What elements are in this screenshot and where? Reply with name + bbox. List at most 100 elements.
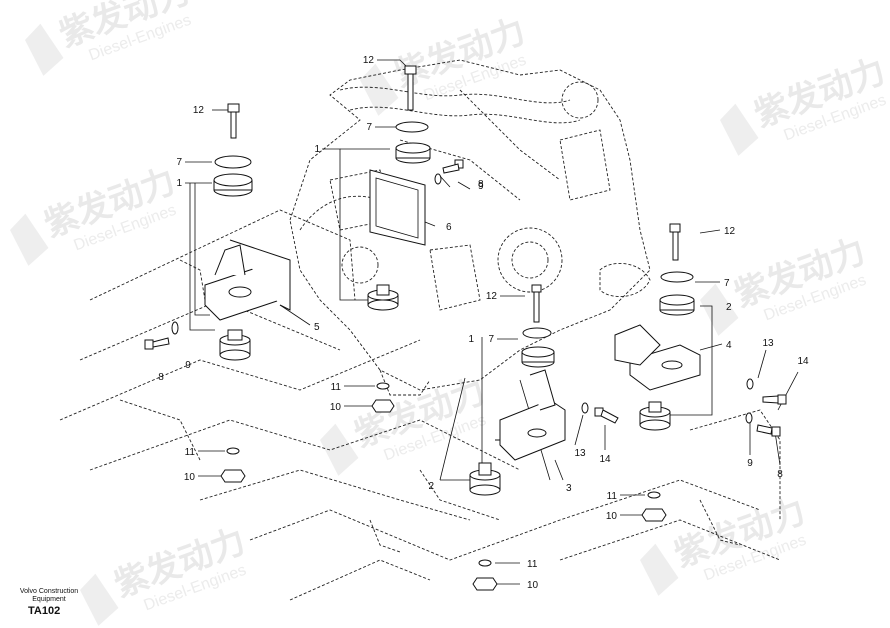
nut-part: [220, 469, 246, 483]
watermark-logo-icon: [25, 23, 64, 76]
callout-label: 12: [724, 226, 736, 237]
callout-label: 13: [762, 338, 774, 349]
callout-label: 12: [486, 291, 498, 302]
bracket-part: [495, 369, 566, 461]
watermark-logo-icon: [10, 213, 49, 266]
side-bolt-part: [442, 159, 464, 174]
plate-part: [369, 169, 426, 246]
center-mount-stack: [469, 284, 619, 591]
watermark-tile: 紫发动力 Diesel-Engines: [720, 51, 890, 156]
washer-part: [745, 412, 753, 424]
nut-part: [371, 399, 395, 413]
nut-part: [641, 508, 667, 522]
frame-outline: [59, 209, 781, 601]
bolt-part: [531, 284, 542, 323]
washer-part: [395, 121, 429, 133]
watermark-tile: 紫发动力 Diesel-Engines: [320, 371, 491, 476]
callout-label: 2: [428, 481, 434, 492]
callout-label: 6: [446, 222, 452, 233]
callout-label: 8: [478, 179, 484, 190]
watermark-logo-icon: [360, 63, 399, 116]
washer-part: [434, 173, 442, 185]
watermark-tile: 紫发动力 Diesel-Engines: [25, 0, 196, 76]
callout-label: 7: [488, 334, 494, 345]
rubber-mount-part: [213, 173, 253, 197]
rubber-mount-part: [659, 294, 695, 316]
lower-mount-part: [469, 462, 501, 496]
center-top-stack: [367, 65, 464, 413]
lower-mount-part: [639, 401, 671, 431]
washer-part: [478, 559, 492, 567]
callout-label: 12: [363, 55, 375, 66]
callout-label: 2: [726, 302, 732, 313]
callout-label: 3: [566, 483, 572, 494]
rubber-mount-part: [395, 142, 431, 164]
watermark-layer: 紫发动力 Diesel-Engines 紫发动力 Diesel-Engines …: [10, 0, 890, 626]
callout-labels: 12 7 1 9 8 6 12 7 1 5 8 9 11 10 11 10 12…: [158, 55, 809, 591]
left-mount-stack: [144, 103, 291, 483]
bolt-part: [227, 103, 240, 139]
callout-label: 7: [724, 278, 730, 289]
callout-label: 11: [527, 559, 538, 570]
right-mount-stack: [614, 223, 787, 522]
side-bolt-part: [756, 424, 781, 437]
callout-label: 10: [330, 402, 342, 413]
callout-label: 14: [599, 454, 611, 465]
watermark-tile: 紫发动力 Diesel-Engines: [10, 161, 181, 266]
bolt-part: [404, 65, 417, 111]
watermark-tile: 紫发动力 Diesel-Engines: [80, 521, 251, 626]
callout-label: 8: [158, 372, 164, 383]
callout-label: 12: [193, 105, 205, 116]
callout-label: 11: [185, 447, 196, 458]
callout-label: 4: [726, 340, 732, 351]
washer-part: [226, 447, 240, 455]
callout-label: 11: [607, 491, 618, 502]
lower-mount-part: [219, 329, 251, 361]
washer-part: [581, 402, 589, 414]
watermark-tile: 紫发动力 Diesel-Engines: [640, 491, 811, 596]
callout-label: 9: [185, 360, 191, 371]
watermark-logo-icon: [720, 103, 759, 156]
callout-label: 1: [314, 144, 320, 155]
callout-label: 7: [176, 157, 182, 168]
washer-part: [660, 271, 694, 283]
callout-label: 7: [366, 122, 372, 133]
callout-label: 11: [331, 382, 342, 393]
callout-label: 14: [797, 356, 809, 367]
washer-part: [376, 382, 390, 390]
washer-part: [746, 378, 754, 390]
nut-part: [472, 577, 498, 591]
side-bolt-part: [144, 337, 170, 350]
callout-label: 1: [176, 178, 182, 189]
bracket-part: [614, 324, 701, 391]
watermark-logo-icon: [640, 543, 679, 596]
watermark-logo-icon: [700, 283, 739, 336]
rubber-mount-part: [367, 284, 399, 311]
watermark-tile: 紫发动力 Diesel-Engines: [360, 11, 531, 116]
leader-lines: [185, 59, 799, 585]
washer-part: [214, 155, 252, 169]
watermark-logo-icon: [320, 423, 359, 476]
drawing-code: TA102: [28, 605, 61, 617]
washer-part: [171, 321, 179, 335]
callout-label: 5: [314, 322, 320, 333]
footer-company-line2: Equipment: [32, 596, 66, 603]
side-bolt-part: [762, 394, 787, 405]
callout-label: 1: [468, 334, 474, 345]
rubber-mount-part: [521, 346, 555, 368]
footer-company-line1: Volvo Construction: [19, 588, 79, 595]
callout-label: 10: [184, 472, 196, 483]
washer-part: [647, 491, 661, 499]
bracket-part: [204, 239, 291, 321]
watermark-logo-icon: [80, 573, 119, 626]
callout-label: 10: [527, 580, 539, 591]
bolt-part: [669, 223, 681, 261]
washer-part: [522, 327, 552, 339]
callout-label: 9: [478, 181, 484, 192]
callout-label: 13: [574, 448, 586, 459]
side-bolt-part: [594, 407, 619, 424]
callout-label: 8: [777, 469, 783, 480]
callout-label: 9: [747, 458, 753, 469]
